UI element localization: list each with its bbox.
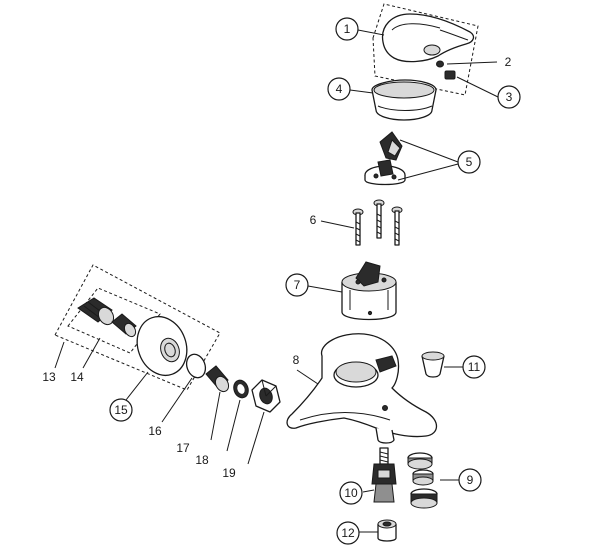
- callout-label-7: 7: [294, 278, 301, 292]
- group-box-handle: [372, 3, 479, 96]
- part-o-ring: [233, 379, 249, 399]
- callout-label-16: 16: [148, 424, 162, 438]
- callout-17: 17: [176, 441, 190, 455]
- part-shroud-ring: [371, 79, 437, 121]
- part-mixer-body: [286, 333, 438, 444]
- callout-label-4: 4: [336, 82, 343, 96]
- callout-3: 3: [497, 85, 521, 109]
- callout-label-9: 9: [467, 473, 474, 487]
- callout-7: 7: [285, 273, 309, 297]
- callout-5: 5: [457, 150, 481, 174]
- callout-11: 11: [462, 355, 486, 379]
- group-box-inlet-assembly: [54, 264, 221, 391]
- part-diverter-spindle: [371, 447, 397, 503]
- callout-6: 6: [310, 213, 317, 227]
- part-lever-handle: [381, 13, 475, 63]
- group-box-inlet-inner: [67, 287, 161, 354]
- callout-12: 12: [336, 521, 360, 545]
- part-escutcheon-flange: [136, 315, 188, 377]
- callout-label-15: 15: [114, 403, 128, 417]
- callout-label-3: 3: [506, 90, 513, 104]
- callout-19: 19: [222, 466, 236, 480]
- callout-label-1: 1: [344, 22, 351, 36]
- callout-9: 9: [458, 468, 482, 492]
- part-hex-nut: [251, 379, 281, 413]
- callout-10: 10: [339, 481, 363, 505]
- part-seal-washer: [185, 353, 207, 379]
- callout-label-12: 12: [341, 526, 355, 540]
- callout-16: 16: [148, 424, 162, 438]
- callout-label-6: 6: [310, 213, 317, 227]
- callout-4: 4: [327, 77, 351, 101]
- callout-1: 1: [335, 17, 359, 41]
- callout-15: 15: [109, 398, 133, 422]
- part-end-cap: [421, 351, 445, 378]
- callout-label-13: 13: [42, 370, 56, 384]
- part-inlet-connector-right: [111, 313, 137, 338]
- part-spout-nut: [377, 519, 397, 542]
- callout-13: 13: [42, 370, 56, 384]
- leader-lines: [54, 29, 499, 533]
- part-cartridge: [341, 261, 397, 321]
- callout-label-14: 14: [70, 370, 84, 384]
- part-grub-screw: [436, 60, 444, 68]
- part-fixing-screws: [352, 199, 403, 246]
- callout-label-5: 5: [466, 155, 473, 169]
- part-adaptor-lower: [364, 159, 406, 186]
- callout-label-18: 18: [195, 453, 209, 467]
- callout-14: 14: [70, 370, 84, 384]
- callout-label-8: 8: [293, 353, 300, 367]
- callout-8: 8: [293, 353, 300, 367]
- callout-label-11: 11: [468, 360, 481, 374]
- part-cap-indicator: [444, 70, 456, 80]
- part-aerator-set: [407, 452, 438, 509]
- part-inlet-connector-left: [77, 297, 115, 326]
- callout-label-17: 17: [176, 441, 190, 455]
- callout-18: 18: [195, 453, 209, 467]
- callout-label-19: 19: [222, 466, 236, 480]
- callout-label-2: 2: [505, 55, 512, 69]
- callout-2: 2: [505, 55, 512, 69]
- callout-label-10: 10: [344, 486, 358, 500]
- part-adaptor-upper: [379, 131, 403, 161]
- part-union-fitting: [205, 365, 230, 393]
